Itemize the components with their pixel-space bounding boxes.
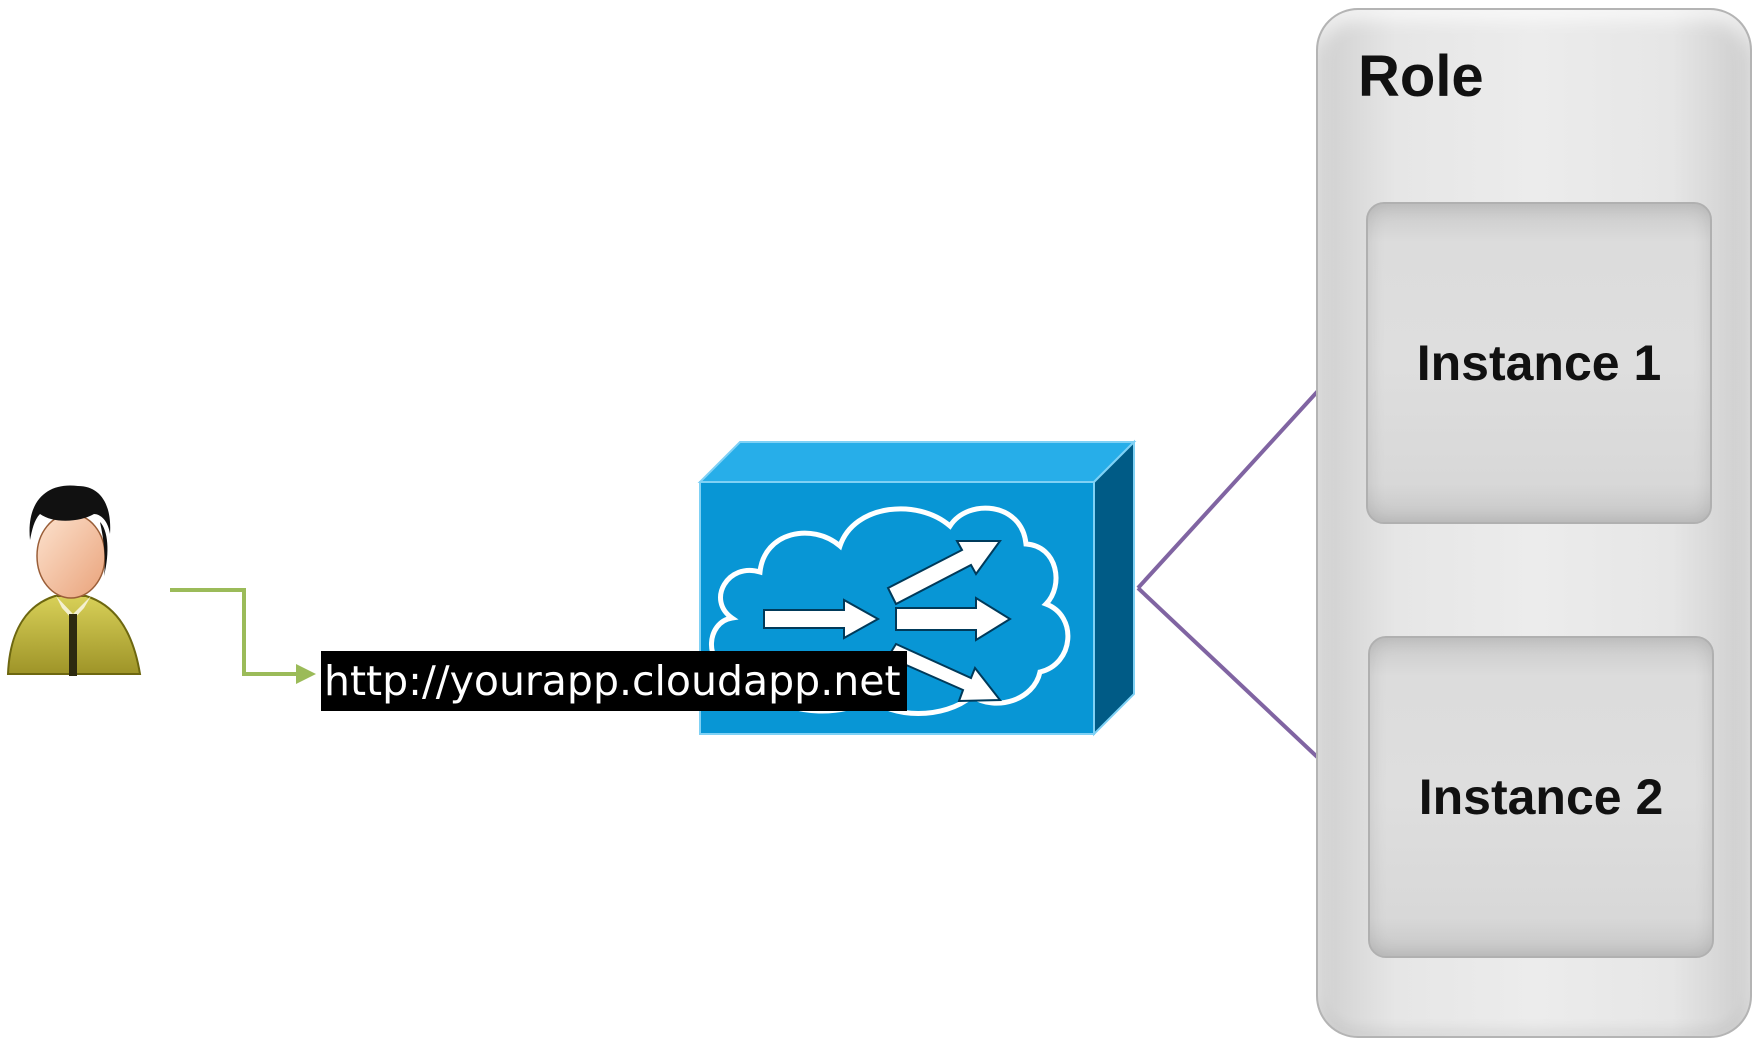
url-label: http://yourapp.cloudapp.net: [321, 651, 907, 711]
role-title: Role: [1358, 44, 1484, 109]
load-balancer-icon: [697, 439, 1137, 737]
instance-label: Instance 1: [1416, 335, 1662, 391]
role-container: Role Instance 1 Instance 2: [1316, 8, 1752, 1038]
instance-label: Instance 2: [1418, 769, 1664, 825]
route-to-instance-1-arrow: [1136, 355, 1351, 590]
instance-box-1: Instance 1: [1366, 202, 1712, 524]
user-request-arrow: [170, 588, 316, 684]
instance-box-2: Instance 2: [1368, 636, 1714, 958]
route-to-instance-2-arrow: [1136, 586, 1351, 789]
user-icon: [6, 485, 142, 676]
